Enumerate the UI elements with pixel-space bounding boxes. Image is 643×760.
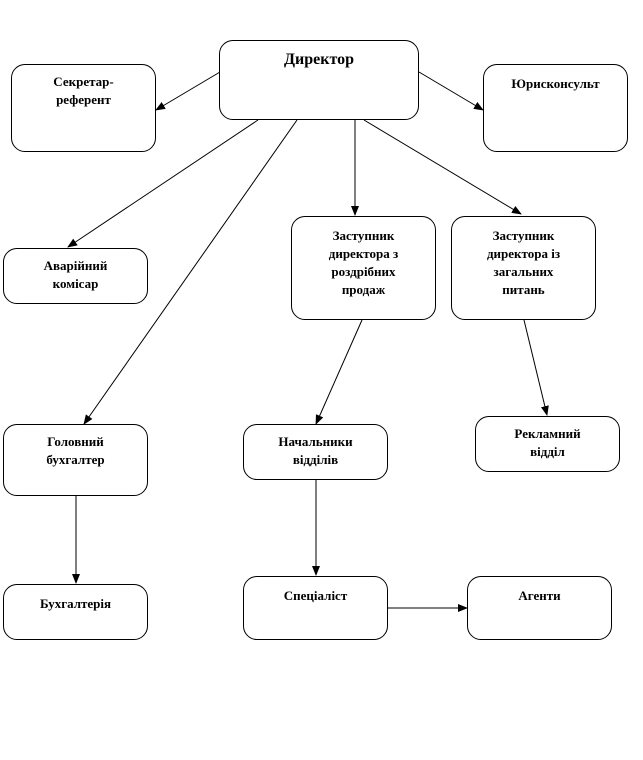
- emergency-commissioner-box: Аварійний комісар: [3, 248, 148, 304]
- director-label: Директор: [284, 51, 354, 68]
- specialist-label: Спеціаліст: [283, 588, 348, 603]
- deputy-retail-label: Заступник директора з роздрібних продаж: [328, 228, 399, 297]
- edge-deputy-general-ads: [523, 319, 549, 416]
- deputy-general-label: Заступник директора із загальних питань: [486, 228, 561, 297]
- agents-box: Агенти: [467, 576, 612, 640]
- chief-accountant-box: Головний бухгалтер: [3, 424, 148, 496]
- agents-label: Агенти: [518, 588, 561, 603]
- accounting-box: Бухгалтерія: [3, 584, 148, 640]
- accounting-label: Бухгалтерія: [39, 596, 112, 611]
- edge-director-lawyer: [418, 71, 484, 111]
- lawyer-label: Юрисконсульт: [511, 76, 600, 91]
- lawyer-box: Юрисконсульт: [483, 64, 628, 152]
- advertising-department-box: Рекламний відділ: [475, 416, 620, 472]
- secretary-label: Секретар- референт: [53, 74, 114, 107]
- deputy-general-box: Заступник директора із загальних питань: [451, 216, 596, 320]
- deputy-retail-box: Заступник директора з роздрібних продаж: [291, 216, 436, 320]
- department-heads-box: Начальники відділів: [243, 424, 388, 480]
- edge-director-chief-accountant: [83, 119, 298, 425]
- secretary-box: Секретар- референт: [11, 64, 156, 152]
- edge-director-deputy-general: [363, 119, 522, 215]
- edge-director-emergency: [67, 119, 259, 248]
- edge-deputy-retail-heads: [315, 319, 363, 425]
- specialist-box: Спеціаліст: [243, 576, 388, 640]
- director-box: Директор: [219, 40, 419, 120]
- emergency-commissioner-label: Аварійний комісар: [43, 258, 108, 291]
- chief-accountant-label: Головний бухгалтер: [46, 434, 105, 467]
- edge-director-secretary: [155, 71, 221, 111]
- department-heads-label: Начальники відділів: [278, 434, 353, 467]
- advertising-department-label: Рекламний відділ: [514, 426, 581, 459]
